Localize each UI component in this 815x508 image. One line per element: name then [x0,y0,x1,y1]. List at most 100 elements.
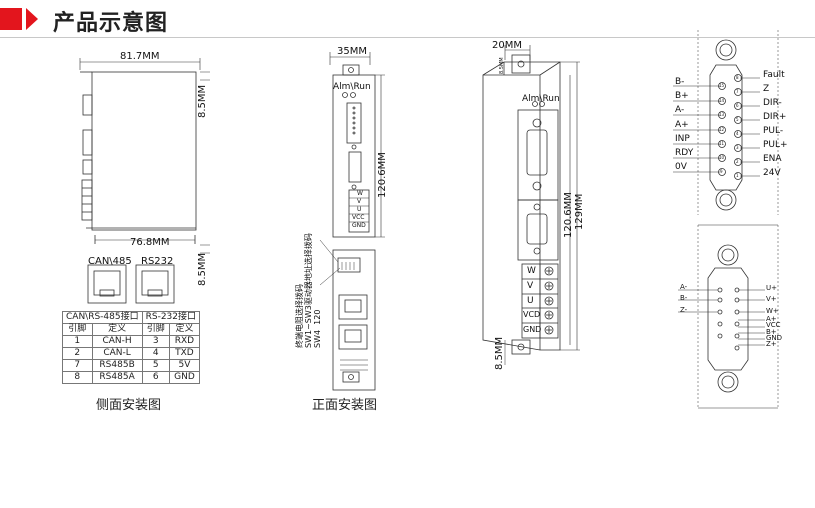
db15-pin-number: 3 [736,145,739,150]
db15-pin-number: 2 [736,159,739,164]
front-height-label: 120.6MM [377,152,388,198]
table-group-header: RS-232接口 [141,311,201,324]
db15-right-label: DIR- [763,98,782,108]
db9-right-label: B+ [766,328,777,336]
iso-small-dim-label: 8.5MM [499,57,505,74]
table-cell: 5V [168,359,201,372]
iso-terminal-v: V [527,281,534,291]
db9-connector-drawing [678,224,779,409]
can485-port-label: CAN\485 [88,256,132,267]
side-height-top-label: 8.5MM [197,84,208,118]
table-cell: 5 [141,359,170,372]
front-terminal-vcc: VCC [352,214,365,221]
front-terminal-gnd: GND [352,222,366,229]
side-width-top-label: 81.7MM [120,51,160,62]
db15-pin-number: 12 [719,127,725,132]
iso-height2-label: 129MM [574,193,585,230]
iso-terminal-u: U [527,296,534,306]
table-header-cell: 引脚 [62,323,93,336]
db9-right-label: VCC [766,321,781,329]
db9-left-label: B- [680,294,688,302]
table-cell: GND [168,371,201,384]
db15-right-label: Z [763,84,770,94]
table-group-header: CAN\RS-485接口 [62,311,143,324]
table-cell: CAN-H [91,335,143,348]
db15-left-label: B+ [675,91,689,101]
db15-left-label: A+ [675,120,689,130]
db15-right-label: PUL+ [763,140,788,150]
db15-right-label: PUL- [763,126,784,136]
table-cell: 8 [62,371,93,384]
table-cell: RXD [168,335,201,348]
db9-right-label: W+ [766,307,779,315]
table-row: 7 RS485B 5 5V [62,359,201,372]
iso-alm-run-label: Alm\Run [522,94,560,104]
db15-pin-number: 8 [736,75,739,80]
db9-right-label: Z+ [766,340,777,348]
pin-definition-table: CAN\RS-485接口 RS-232接口 引脚 定义 引脚 定义 1 CAN-… [62,311,201,384]
table-header-cell: 引脚 [141,323,170,336]
front-terminal-u: U [357,206,362,213]
db9-left-label: A- [680,283,688,291]
db15-left-label: RDY [675,148,694,158]
table-cell: 1 [62,335,93,348]
db9-right-label: A+ [766,315,777,323]
db15-left-label: 0V [675,162,687,172]
header-chevron-icon [26,8,38,30]
db15-left-label: INP [675,134,690,144]
iso-width-label: 20MM [492,40,522,51]
front-view-caption: 正面安装图 [312,398,378,413]
rs232-port-label: RS232 [141,256,174,267]
db15-pin-number: 9 [720,169,723,174]
front-terminal-w: W [357,190,363,197]
header-accent-block [0,8,22,30]
section-header: 产品示意图 [0,0,815,40]
table-cell: 7 [62,359,93,372]
iso-terminal-gnd: GND [523,325,542,334]
db9-left-label: Z- [680,306,688,314]
iso-bottom-dim-label: 8.5MM [494,336,505,370]
iso-height1-label: 120.6MM [563,192,574,238]
side-width-bottom-label: 76.8MM [130,237,170,248]
table-header-cell: 定义 [168,323,201,336]
header-divider [0,37,815,38]
table-cell: CAN-L [91,347,143,360]
side-height-bottom-label: 8.5MM [197,252,208,286]
table-cell: 3 [141,335,170,348]
db9-right-label: V+ [766,295,777,303]
table-row: 1 CAN-H 3 RXD [62,335,201,348]
table-cell: 4 [141,347,170,360]
db9-right-label: U+ [766,284,777,292]
front-switch-note: 终端电阻选择拨码 SW1~SW3驱动器地址选择拨码 SW4 120 [295,233,322,348]
db15-pin-number: 15 [719,83,725,88]
table-cell: RS485A [91,371,143,384]
db15-pin-number: 14 [719,98,725,103]
db15-left-label: A- [675,105,685,115]
front-width-label: 35MM [337,46,367,57]
db15-right-label: 24V [763,168,781,178]
db15-pin-number: 6 [736,103,739,108]
side-view-caption: 侧面安装图 [96,398,162,413]
db15-pin-number: 1 [736,173,739,178]
db15-connector-drawing [673,30,779,215]
table-cell: 6 [141,371,170,384]
db15-pin-number: 5 [736,117,739,122]
table-row: 2 CAN-L 4 TXD [62,347,201,360]
side-view-drawing [79,58,210,304]
db15-pin-number: 13 [719,112,725,117]
iso-terminal-w: W [527,266,536,276]
iso-view-drawing [482,45,580,365]
db15-left-label: B- [675,77,685,87]
db15-pin-number: 7 [736,89,739,94]
front-view-drawing [319,52,385,391]
table-row: 8 RS485A 6 GND [62,371,201,384]
db9-right-label: GND [766,334,783,342]
db15-pin-number: 10 [719,155,725,160]
iso-terminal-vcd: VCD [523,310,541,319]
table-cell: 2 [62,347,93,360]
page-title: 产品示意图 [53,11,169,36]
table-cell: TXD [168,347,201,360]
table-header-cell: 定义 [91,323,143,336]
db15-pin-number: 4 [736,131,739,136]
